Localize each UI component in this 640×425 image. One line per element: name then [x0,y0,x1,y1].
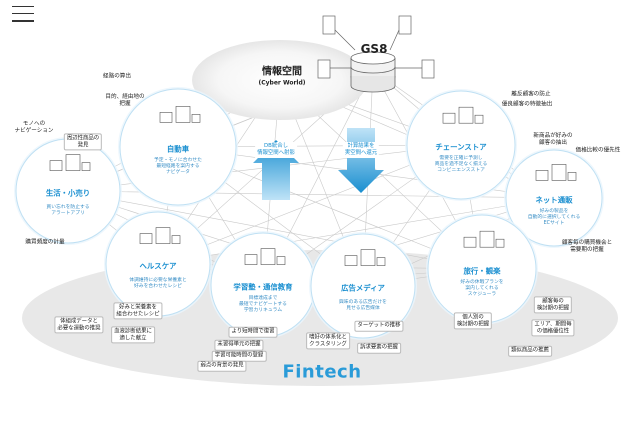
circle-title: 学習塾・通信教育 [233,282,293,292]
server-unit-icon [317,15,435,79]
circle-title: チェーンストア [435,142,487,152]
feature-label-body-data: 体組成データと 必要な運動の推奨 [54,316,104,334]
feature-label-customer-chance: 顧客毎の購買機会と 需要期の把握 [561,240,613,253]
feature-label-purchase-freq: 購買頻度の計量 [25,239,65,246]
feature-label-area-price: エリア、期間毎 の価格優位性 [531,319,575,337]
feature-label-personal-review: 個人別の 検討期の把握 [453,312,493,330]
feature-label-weak-point: 弱点の背景の発見 [197,360,247,372]
feature-label-study-time: 学習可能時間の登録 [211,350,267,362]
circle-description: 予定・モノに合わせた 最短経路を案内する ナビゲータ [154,158,202,175]
feature-label-thing-nav: モノへの ナビゲーション [14,121,54,134]
feature-label-price-priority: 価格比較の優先性 [575,147,621,154]
feature-label-related-recommend: 類似商品の推薦 [508,345,552,357]
network-line [67,190,483,270]
circle-title: ネット通販 [535,195,573,205]
feature-label-related-product: 周辺性商品の 発見 [63,133,103,151]
circle-description: 目標達成まで 最短でナビゲートする 学習カリキュラム [239,296,287,313]
feature-label-good-customer: 優良顧客の特徴抽出 [501,101,553,108]
server-label: GS8 [360,42,388,56]
circle-description: 興味のある広告だけを 見せる広告媒体 [339,300,387,311]
circle-title: 自動車 [166,144,190,154]
circle-description: 需要を正確に予測し 商品を過不足なく揃える コンビニエンスストア [434,156,488,173]
circle-description: 好みの製品を 自動的に選択してくれる ECサイト [527,209,581,226]
circle-description: 体調維持に必要な栄養素と 好みを合わせたレシピ [129,278,187,289]
circle-net[interactable] [505,149,603,247]
feature-label-interest-system: 嗜好の体系化と クラスタリング [306,332,350,350]
feature-label-dest-grasp: 目的、経由地の 把握 [105,94,145,107]
circle-title: ヘルスケア [139,261,177,271]
circle-title: 生活・小売り [45,188,91,198]
feature-label-route-calc: 経路の算出 [103,73,131,80]
up-arrow-text: DB統合し 情報空間へ射影 [255,142,297,158]
server-stack-icon [350,51,396,93]
feature-label-weak-unit: 未習得単元の把握 [214,339,264,351]
menu-icon[interactable] [12,6,34,28]
feature-label-customer-review: 顧客毎の 検討期の把握 [533,296,573,314]
circle-description: 買い忘れを防止する アラートアプリ [46,205,90,216]
circle-title: 旅行・観楽 [463,266,501,276]
down-arrow-text: 計算結果を 実空間へ還元 [342,142,380,158]
feature-label-target-shift: ターゲットの推移 [354,320,404,332]
illustration-icon [535,164,577,181]
info-space-title: 情報空間 [262,66,302,78]
fintech-label: Fintech [282,361,362,383]
illustration-icon [244,248,286,265]
info-space-subtitle: (Cyber World) [258,79,306,87]
circle-car[interactable] [119,88,237,206]
circle-description: 好みの休暇プランを 案内してくれる スケジューラ [460,280,504,297]
illustration-icon [159,106,201,123]
feature-label-new-product: 新商品が好みの 顧客の抽出 [533,133,573,146]
illustration-icon [463,230,505,248]
circle-ad[interactable] [310,233,416,339]
feature-label-vip-prevent: 離反顧客の防止 [511,91,551,98]
feature-label-demand-grasp: 訴求要素の把握 [357,342,401,354]
feature-label-blood-test: 血液診断結果に 適した献立 [111,326,155,344]
feature-label-efficient-review: より短時間で復習 [228,326,278,338]
circle-title: 広告メディア [341,283,385,293]
circle-chain[interactable] [406,90,516,200]
illustration-icon [49,154,91,171]
illustration-icon [139,227,181,244]
feature-label-nutrition: 好みと栄養素を 組合わせたレシピ [113,302,163,320]
illustration-icon [344,249,386,266]
down-arrow [338,128,384,193]
illustration-icon [442,106,484,124]
